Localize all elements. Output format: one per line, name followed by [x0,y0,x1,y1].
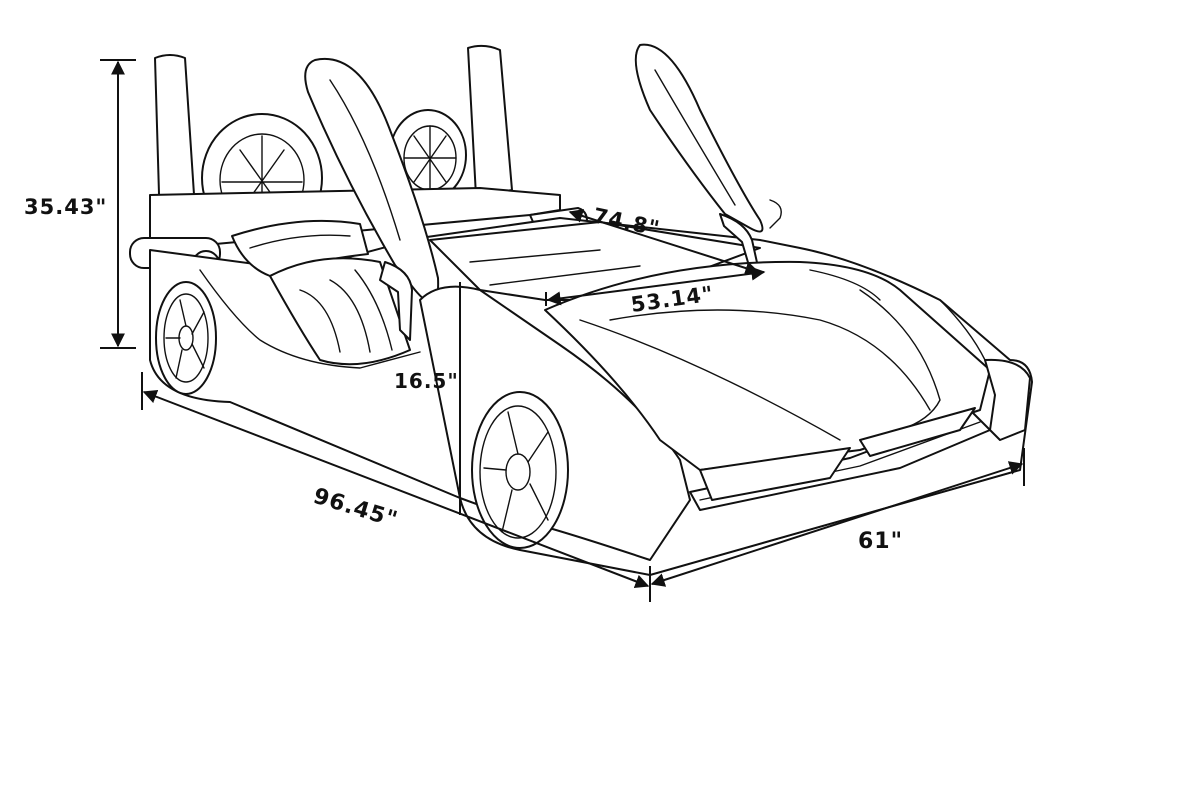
dimension-lines [100,59,1025,602]
dim-length-total-line [142,389,650,589]
label-width-total: 61" [858,529,903,554]
rear-wheel [155,281,217,395]
dim-width-inner-line [546,266,766,306]
car-body [129,43,1033,576]
label-length-total: 96.45" [310,484,401,533]
dim-width-total-line [650,461,1024,587]
dim-length-inner-line [568,209,760,275]
headlight-right [859,407,976,457]
front-corner [984,358,1031,441]
label-height-side: 16.5" [394,369,459,393]
door-right [634,43,764,233]
rear-right-post [467,44,513,197]
door-left-hinge [379,261,413,341]
bedding [269,257,411,366]
label-height-total: 35.43" [24,195,107,219]
